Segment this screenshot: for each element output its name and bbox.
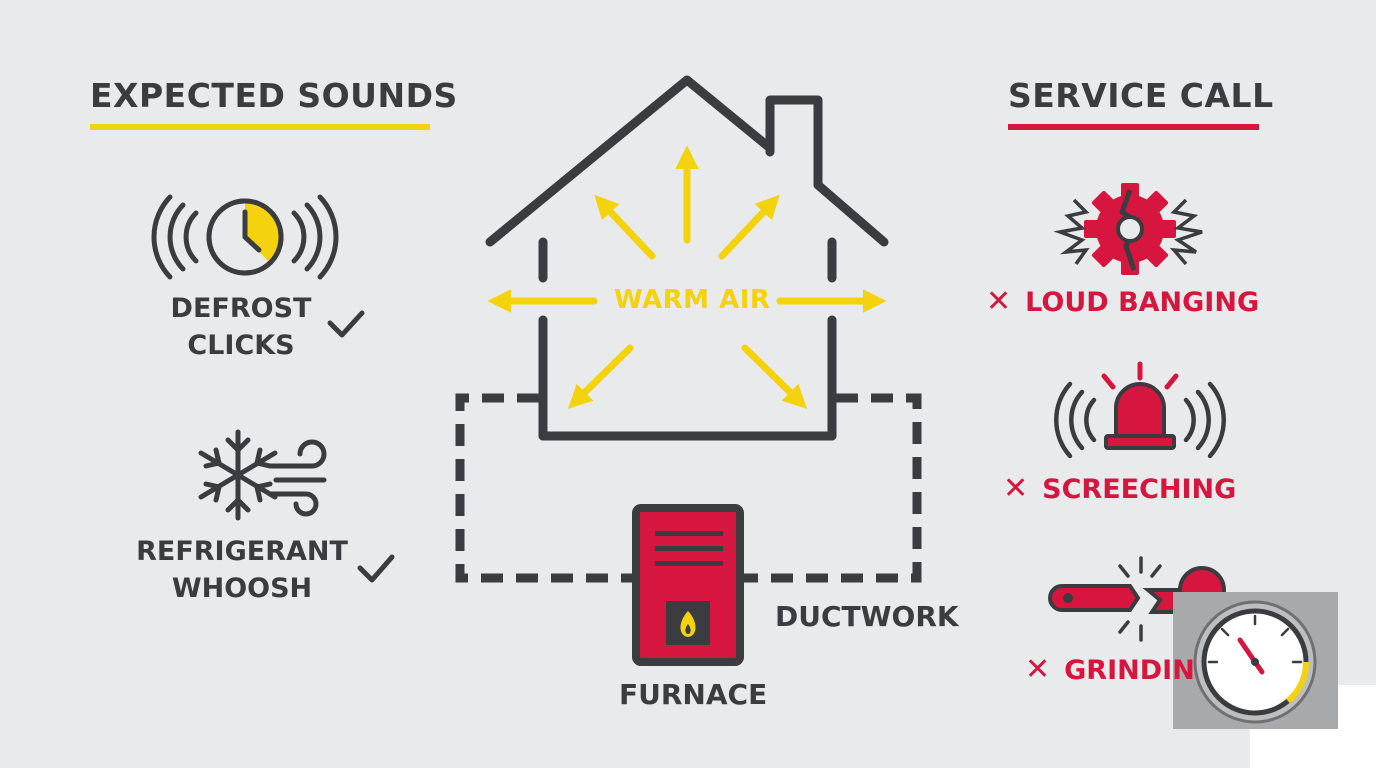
x-mark-icon: ✕ (986, 284, 1012, 319)
x-mark-icon: ✕ (1003, 471, 1029, 506)
service-heading: SERVICE CALL (1008, 76, 1274, 115)
ductwork (455, 393, 922, 583)
expected-underline (90, 124, 430, 130)
broken-gear-icon (1053, 183, 1203, 275)
grinding-label: ✕GRINDIN (1025, 652, 1195, 687)
expected-heading: EXPECTED SOUNDS (90, 76, 458, 115)
warm-air-label: WARM AIR (614, 285, 771, 315)
furnace-label: FURNACE (619, 678, 768, 711)
house-outline (485, 75, 889, 441)
defrost-clicks-label: DEFROST CLICKS (170, 293, 312, 361)
furnace-icon (632, 504, 744, 666)
snowflake-wind-icon (198, 429, 327, 521)
warm-air-arrows (487, 145, 887, 409)
x-mark-icon: ✕ (1025, 652, 1051, 687)
screeching-label: ✕SCREECHING (1003, 471, 1237, 506)
check-icon (357, 554, 395, 583)
service-underline (1008, 124, 1259, 130)
ductwork-label: DUCTWORK (775, 600, 959, 633)
alarm-light-icon (1054, 361, 1226, 459)
loud-banging-label: ✕LOUD BANGING (986, 284, 1260, 319)
clock-sound-icon (151, 194, 339, 280)
check-icon (327, 310, 365, 338)
refrigerant-whoosh-label: REFRIGERANT WHOOSH (136, 536, 348, 604)
gauge-badge (1173, 592, 1338, 729)
